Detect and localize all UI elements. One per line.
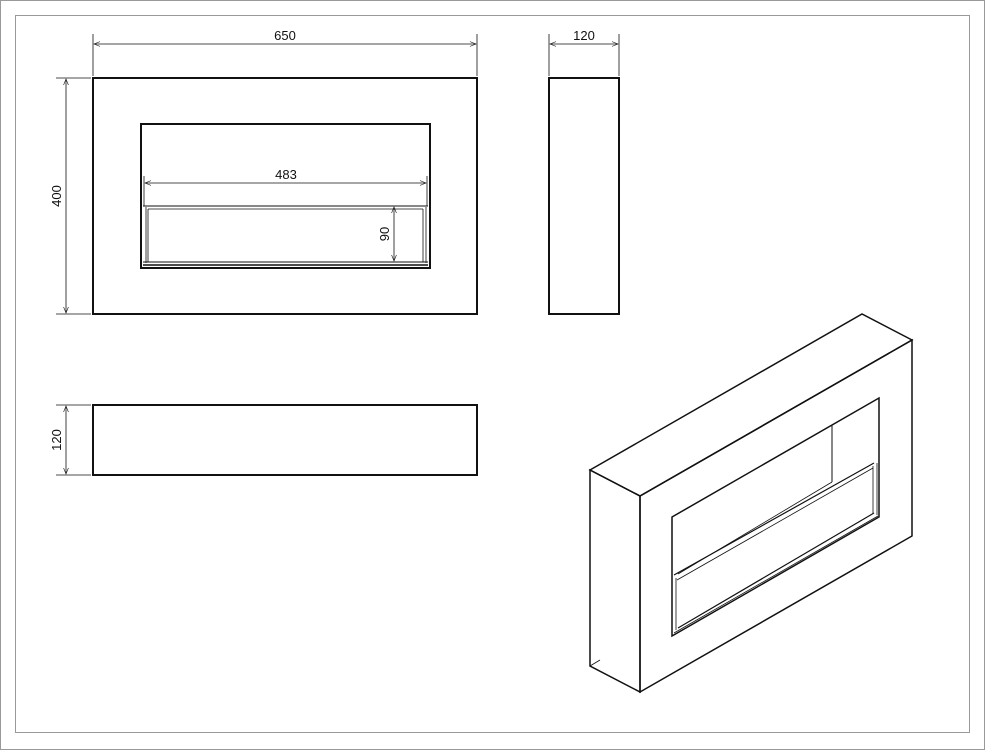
dim-120-side: 120 [548,28,620,76]
dim-120-side-label: 120 [573,28,595,43]
top-outline [92,404,478,476]
dim-483: 483 [143,167,428,206]
side-outline [548,77,620,315]
iso-front-face [639,338,913,694]
dim-400-label: 400 [49,185,64,207]
isometric-view [588,313,914,694]
dim-650-label: 650 [274,28,296,43]
dim-90: 90 [377,206,397,262]
dim-120-top-label: 120 [49,429,64,451]
top-view: 120 [49,404,478,476]
iso-opening [671,396,880,638]
side-view: 120 [548,28,620,315]
front-outline [92,77,478,315]
dim-90-label: 90 [377,227,392,241]
dim-400: 400 [49,77,91,315]
dim-650: 650 [92,28,478,76]
iso-burner-tray [673,462,879,634]
front-view: 650 400 483 90 [49,28,478,315]
dim-120-top: 120 [49,404,91,476]
burner-tray [143,205,428,266]
inner-frame [15,15,970,733]
dim-483-label: 483 [275,167,297,182]
opening-outline [140,123,431,269]
